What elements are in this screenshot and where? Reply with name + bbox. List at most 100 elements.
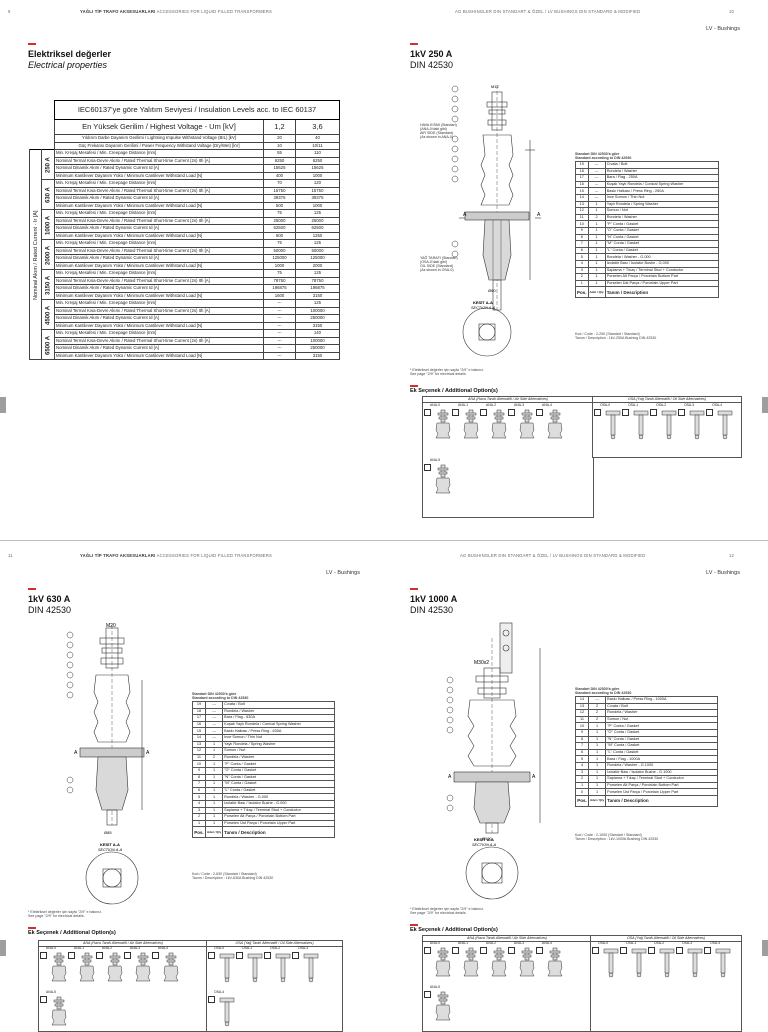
option-checkbox[interactable] [678, 409, 685, 416]
option-checkbox[interactable] [452, 947, 459, 954]
option-checkbox[interactable] [424, 464, 431, 471]
option-checkbox[interactable] [124, 952, 131, 959]
note-en: See page "2/9" for electrical details. [28, 914, 85, 919]
option-thumbnail[interactable]: OSA-2 [648, 941, 680, 981]
option-checkbox[interactable] [650, 409, 657, 416]
parts-desc: "M" Conta / Gasket [604, 240, 719, 248]
page-tab[interactable] [0, 397, 6, 413]
option-checkbox[interactable] [536, 947, 543, 954]
option-checkbox[interactable] [704, 947, 711, 954]
option-thumbnail[interactable]: ANA-5 [424, 985, 456, 1025]
option-thumbnail[interactable]: ANA-2 [96, 946, 128, 986]
option-thumbnail[interactable]: ANA-1 [452, 941, 484, 981]
air-side-option-icon [51, 996, 67, 1026]
option-thumbnail[interactable]: ANA-2 [480, 941, 512, 981]
option-thumbnail[interactable]: ANA-5 [424, 458, 456, 498]
option-checkbox[interactable] [620, 947, 627, 954]
row-value: 78750 [263, 276, 296, 285]
row-label: Nominal Dinamik Akım / Rated Dynamic Cur… [54, 284, 264, 293]
option-thumbnail[interactable]: OSA-0 [594, 403, 626, 443]
option-checkbox[interactable] [622, 409, 629, 416]
option-thumbnail[interactable]: OSA-0 [208, 946, 240, 986]
option-thumbnail[interactable]: ANA-3 [508, 403, 540, 443]
row-value: 62500 [295, 224, 340, 233]
oil-side-option-icon [219, 953, 235, 983]
option-thumbnail[interactable]: OSA-2 [264, 946, 296, 986]
option-thumbnail[interactable]: OSA-1 [236, 946, 268, 986]
option-code: OSA-2 [270, 946, 281, 950]
option-thumbnail[interactable]: ANA-1 [452, 403, 484, 443]
option-thumbnail[interactable]: ANA-4 [152, 946, 184, 986]
option-thumbnail[interactable]: ANA-0 [424, 941, 456, 981]
parts-desc: Bara / Flag - 1000A [605, 755, 719, 763]
option-thumbnail[interactable]: ANA-1 [68, 946, 100, 986]
parts-qty: 1 [204, 780, 224, 788]
option-thumbnail[interactable]: OSA-1 [620, 941, 652, 981]
parts-desc: Saplama + Tıkaç / Terminal Stud + Conduc… [605, 775, 719, 783]
current-group-label: 4500 A [41, 299, 55, 330]
air-side-option-icon [435, 464, 451, 494]
option-checkbox[interactable] [480, 947, 487, 954]
option-thumbnail[interactable]: ANA-2 [480, 403, 512, 443]
parts-qty: 1 [204, 799, 224, 808]
page-tab[interactable] [0, 940, 6, 956]
option-thumbnail[interactable]: OSA-3 [676, 941, 708, 981]
osa-header: OSA (Yağ Tarafı Alternatifi / Oil Side A… [591, 936, 741, 942]
option-checkbox[interactable] [208, 996, 215, 1003]
option-thumbnail[interactable]: OSA-4 [706, 403, 738, 443]
current-group-label: 2000 A [41, 239, 55, 270]
parts-pos: 5 [575, 253, 589, 261]
option-thumbnail[interactable]: ANA-3 [124, 946, 156, 986]
option-checkbox[interactable] [424, 947, 431, 954]
option-thumbnail[interactable]: OSA-1 [622, 403, 654, 443]
option-thumbnail[interactable]: OSA-0 [592, 941, 624, 981]
option-thumbnail[interactable]: OSA-3 [678, 403, 710, 443]
option-checkbox[interactable] [68, 952, 75, 959]
option-checkbox[interactable] [264, 952, 271, 959]
option-thumbnail[interactable]: OSA-4 [208, 990, 240, 1030]
option-code: OSA-0 [598, 941, 609, 945]
thread-label: M12 [491, 84, 500, 89]
option-checkbox[interactable] [424, 991, 431, 998]
option-thumbnail[interactable]: OSA-4 [704, 941, 736, 981]
option-checkbox[interactable] [508, 947, 515, 954]
page-title: Elektriksel değerler [28, 49, 112, 59]
option-checkbox[interactable] [508, 409, 515, 416]
option-checkbox[interactable] [424, 409, 431, 416]
option-thumbnail[interactable]: OSA-3 [292, 946, 324, 986]
option-checkbox[interactable] [594, 409, 601, 416]
parts-qty: --- [204, 714, 224, 722]
option-thumbnail[interactable]: ANA-3 [508, 941, 540, 981]
parts-qty: 2 [587, 213, 606, 222]
option-checkbox[interactable] [536, 409, 543, 416]
option-checkbox[interactable] [236, 952, 243, 959]
option-checkbox[interactable] [480, 409, 487, 416]
option-checkbox[interactable] [592, 947, 599, 954]
page-tab[interactable] [762, 940, 768, 956]
option-checkbox[interactable] [40, 996, 47, 1003]
option-checkbox[interactable] [40, 952, 47, 959]
row-label: Nominal Dinamik Akım / Rated Dynamic Cur… [54, 224, 264, 233]
option-checkbox[interactable] [648, 947, 655, 954]
option-checkbox[interactable] [208, 952, 215, 959]
option-code: ANA-5 [430, 985, 440, 989]
option-thumbnail[interactable]: OSA-2 [650, 403, 682, 443]
option-thumbnail[interactable]: ANA-0 [40, 946, 72, 986]
option-checkbox[interactable] [152, 952, 159, 959]
parts-qty: 2 [587, 709, 607, 717]
option-thumbnail[interactable]: ANA-5 [40, 990, 72, 1030]
section-label: LV - Bushings [706, 570, 740, 576]
option-checkbox[interactable] [676, 947, 683, 954]
option-thumbnail[interactable]: ANA-4 [536, 403, 568, 443]
parts-desc: İnce Somun / Thin Nut [222, 733, 336, 742]
option-checkbox[interactable] [452, 409, 459, 416]
option-checkbox[interactable] [292, 952, 299, 959]
option-thumbnail[interactable]: ANA-4 [536, 941, 568, 981]
option-checkbox[interactable] [706, 409, 713, 416]
page-tab[interactable] [762, 397, 768, 413]
option-thumbnail[interactable]: ANA-0 [424, 403, 456, 443]
option-checkbox[interactable] [96, 952, 103, 959]
